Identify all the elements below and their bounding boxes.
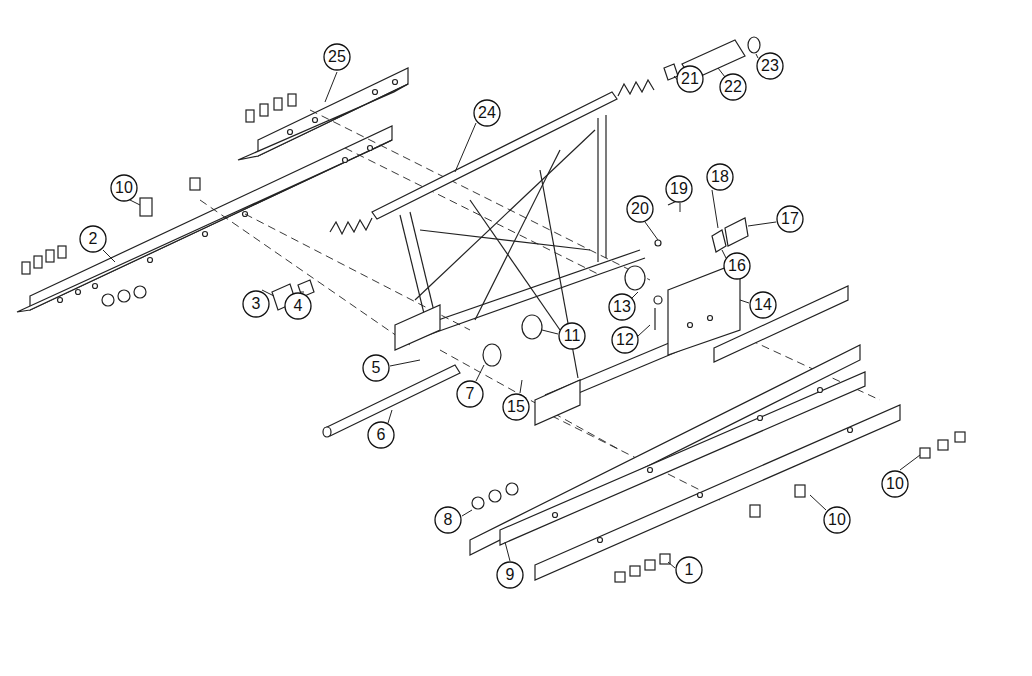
callout-number: 2 — [89, 231, 98, 247]
callout-number: 16 — [728, 258, 746, 274]
callout-number: 18 — [711, 169, 729, 185]
callout-number: 1 — [685, 562, 694, 578]
callout-circle: 10 — [881, 470, 909, 498]
callout-number: 10 — [828, 512, 846, 528]
callout-number: 10 — [115, 180, 133, 196]
callout-circle: 17 — [776, 205, 804, 233]
callout-number: 20 — [631, 201, 649, 217]
callout-number: 3 — [252, 296, 261, 312]
callout-circle: 12 — [611, 326, 639, 354]
callout-circle: 24 — [473, 99, 501, 127]
callout-circle: 2 — [79, 225, 107, 253]
callout-number: 6 — [377, 427, 386, 443]
callout-circle: 16 — [723, 252, 751, 280]
callout-number: 22 — [724, 79, 742, 95]
callout-circle: 1 — [675, 556, 703, 584]
callout-circle: 3 — [242, 290, 270, 318]
callout-circle: 15 — [502, 393, 530, 421]
callout-number: 17 — [781, 211, 799, 227]
callout-circle: 11 — [558, 322, 586, 350]
callout-circle: 25 — [323, 43, 351, 71]
callout-circle: 9 — [496, 561, 524, 589]
callout-circle: 22 — [719, 73, 747, 101]
callout-number: 19 — [670, 181, 688, 197]
callout-number: 8 — [444, 512, 453, 528]
callout-number: 24 — [478, 105, 496, 121]
callout-number: 13 — [613, 299, 631, 315]
callout-circle: 7 — [456, 380, 484, 408]
callout-number: 11 — [564, 328, 581, 344]
callout-circle: 23 — [756, 52, 784, 80]
callout-number: 23 — [761, 58, 779, 74]
callout-number: 21 — [681, 71, 699, 87]
angle-rail — [470, 286, 900, 580]
callout-number: 15 — [507, 399, 525, 415]
callout-number: 10 — [886, 476, 904, 492]
shaft — [323, 266, 662, 437]
angle-rail — [17, 126, 392, 312]
callout-circle: 21 — [676, 65, 704, 93]
callout-number: 14 — [754, 297, 772, 313]
callout-circle: 5 — [362, 354, 390, 382]
leader-line — [103, 54, 920, 568]
callout-circle: 10 — [110, 174, 138, 202]
callout-number: 5 — [372, 360, 381, 376]
callout-number: 25 — [328, 49, 346, 65]
callout-number: 4 — [294, 298, 303, 314]
bolt-set — [22, 94, 296, 306]
callout-circle: 4 — [284, 292, 312, 320]
axle-tube — [272, 37, 760, 310]
callout-circle: 20 — [626, 195, 654, 223]
callout-circle: 8 — [434, 506, 462, 534]
callout-number: 9 — [506, 567, 515, 583]
bolt-set — [472, 432, 965, 582]
callout-circle: 19 — [665, 175, 693, 203]
callout-circle: 13 — [608, 293, 636, 321]
callout-circle: 10 — [823, 506, 851, 534]
callout-number: 12 — [616, 332, 634, 348]
callout-number: 7 — [466, 386, 475, 402]
callout-circle: 6 — [367, 421, 395, 449]
callout-circle: 14 — [749, 291, 777, 319]
assembly-line — [200, 110, 880, 500]
callout-circle: 18 — [706, 163, 734, 191]
